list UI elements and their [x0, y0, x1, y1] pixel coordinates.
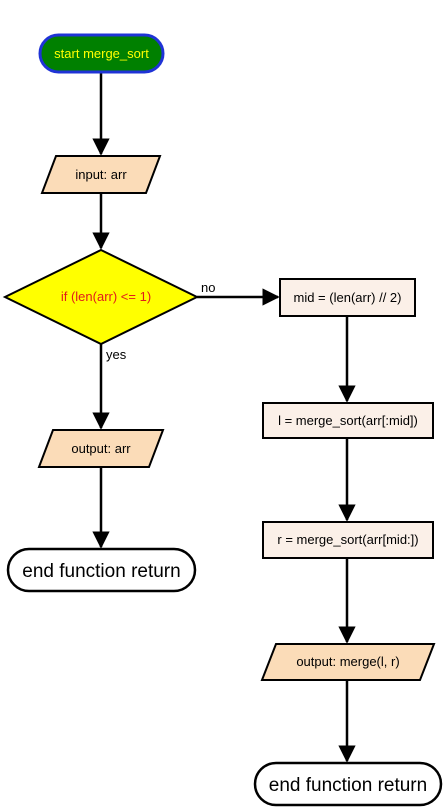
end-right-node-label: end function return — [269, 775, 427, 796]
decision-node — [2, 248, 200, 346]
edge-label-yes: yes — [106, 347, 127, 362]
left-sort-process-node — [262, 402, 434, 439]
input-node-label: input: arr — [75, 167, 127, 182]
start-node-label: start merge_sort — [54, 46, 149, 61]
output-merge-node — [260, 643, 436, 681]
left-sort-process-node-label: l = merge_sort(arr[:mid]) — [278, 413, 418, 428]
start-node — [38, 33, 165, 74]
right-sort-process-node-label: r = merge_sort(arr[mid:]) — [277, 532, 418, 547]
right-sort-process-node — [262, 521, 434, 559]
end-left-node — [6, 547, 197, 593]
output-merge-node-label: output: merge(l, r) — [296, 654, 399, 669]
decision-node-label: if (len(arr) <= 1) — [61, 289, 151, 304]
output-arr-node — [37, 429, 165, 468]
end-right-node — [253, 761, 443, 807]
mid-process-node-label: mid = (len(arr) // 2) — [294, 290, 402, 305]
mid-process-node — [279, 278, 416, 317]
output-arr-node-label: output: arr — [71, 441, 131, 456]
edge-label-no: no — [201, 280, 215, 295]
input-node — [40, 155, 162, 194]
connectors — [92, 73, 356, 763]
end-left-node-label: end function return — [22, 561, 180, 582]
